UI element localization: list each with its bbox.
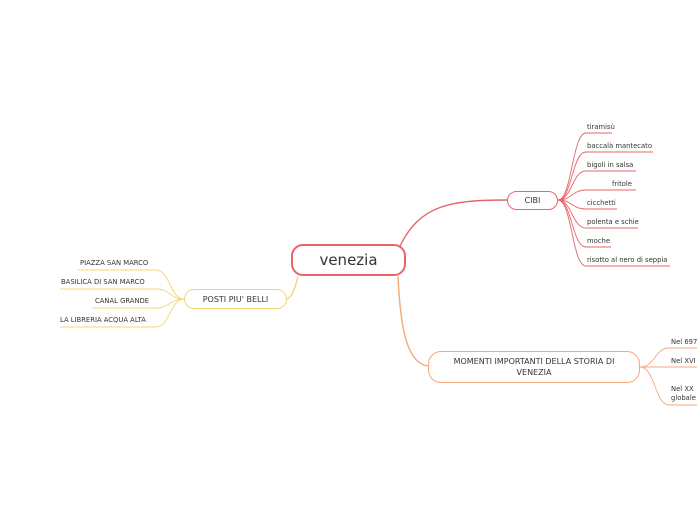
posti-item[interactable]: BASILICA DI SAN MARCO [61,278,145,286]
topic-cibi[interactable]: CIBI [507,191,558,210]
central-topic-label: venezia [319,251,378,269]
connector-central-posti [286,275,299,300]
cibi-connectors [557,132,670,267]
cibi-item[interactable]: bigoli in salsa [587,161,634,169]
topic-momenti-label: MOMENTI IMPORTANTI DELLA STORIA DI VENEZ… [453,357,615,377]
posti-item[interactable]: LA LIBRERIA ACQUA ALTA [60,316,146,324]
topic-posti[interactable]: POSTI PIU' BELLI [184,289,287,309]
posti-item[interactable]: PIAZZA SAN MARCO [80,259,149,267]
momenti-item[interactable]: Nel XVI [671,357,696,365]
momenti-item[interactable]: Nel XX globale [671,385,696,402]
cibi-item[interactable]: fritole [612,180,632,188]
cibi-item[interactable]: polenta e schie [587,218,639,226]
topic-posti-label: POSTI PIU' BELLI [202,294,269,304]
posti-connectors [60,269,185,328]
topic-momenti[interactable]: MOMENTI IMPORTANTI DELLA STORIA DI VENEZ… [428,351,640,383]
momenti-connectors [639,347,697,406]
cibi-item[interactable]: risotto al nero di seppia [587,256,668,264]
central-topic[interactable]: venezia [291,244,406,276]
cibi-item[interactable]: tiramisù [587,123,615,131]
cibi-item[interactable]: moche [587,237,611,245]
cibi-item[interactable]: baccalà mantecato [587,142,652,150]
momenti-item[interactable]: Nel 697 [671,338,697,346]
connector-central-cibi [399,199,508,247]
cibi-item[interactable]: cicchetti [587,199,616,207]
topic-cibi-label: CIBI [524,196,541,205]
posti-item[interactable]: CANAL GRANDE [95,297,150,305]
connector-central-momenti [397,275,431,367]
